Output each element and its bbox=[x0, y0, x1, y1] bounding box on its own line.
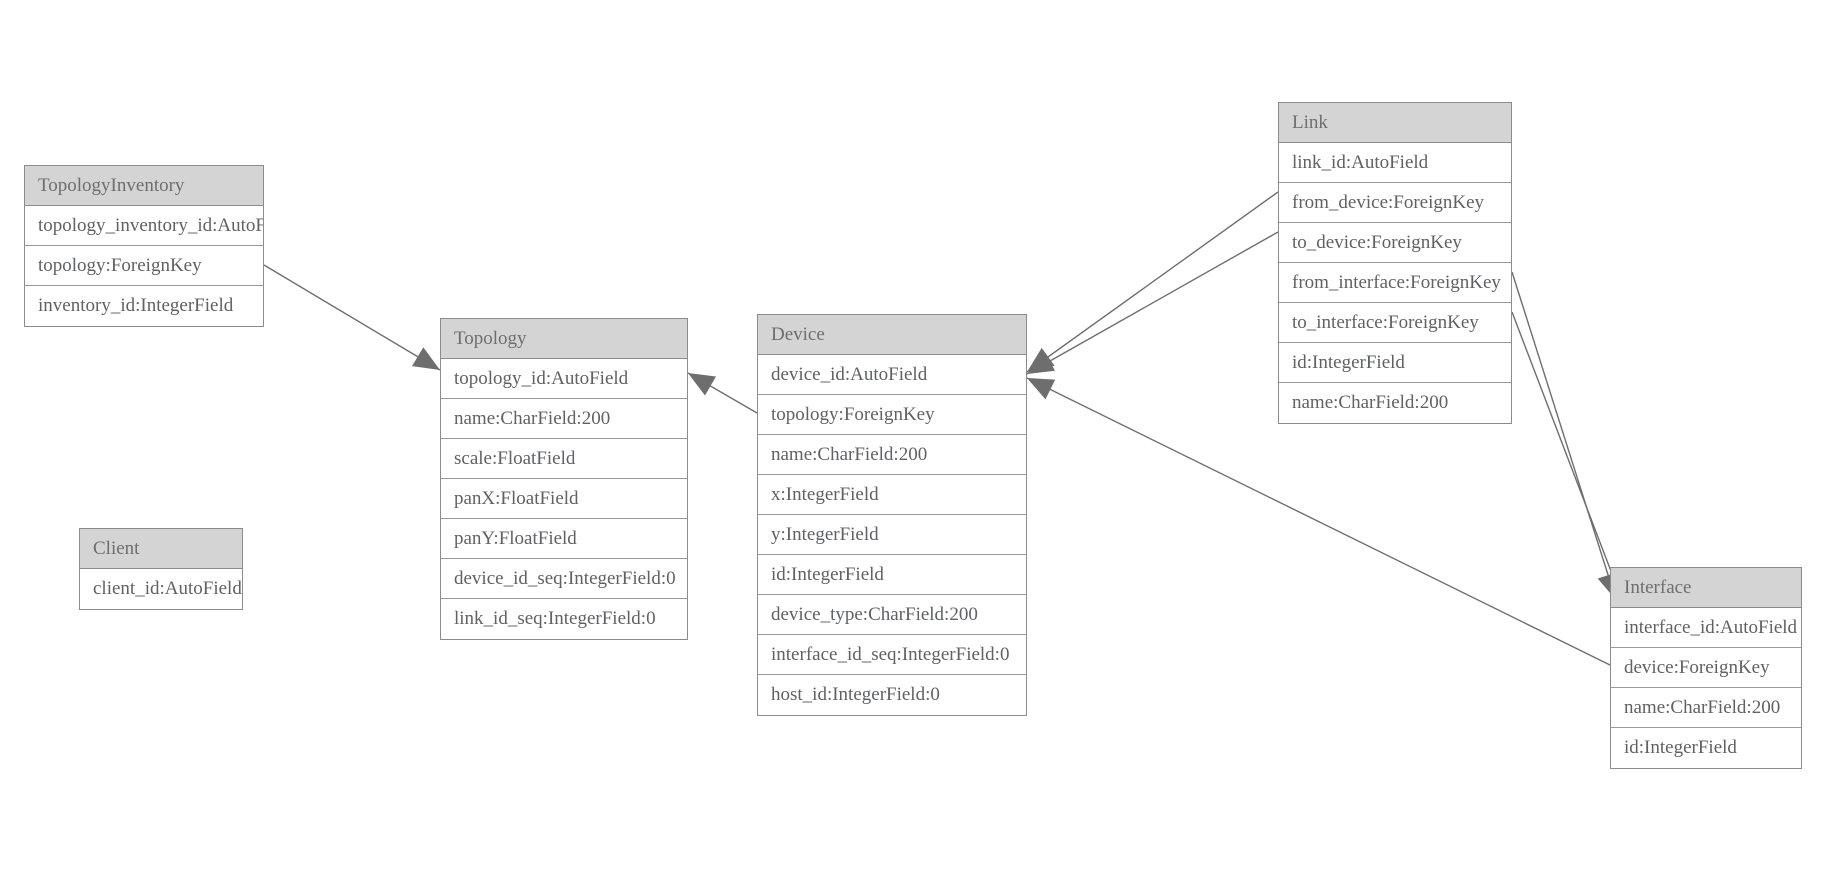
entity-title-interface: Interface bbox=[1611, 568, 1801, 608]
entity-field: name:CharField:200 bbox=[1611, 688, 1801, 728]
entity-field: id:IntegerField bbox=[1611, 728, 1801, 768]
entity-field: id:IntegerField bbox=[758, 555, 1026, 595]
relationship-edge-link-to-device bbox=[1026, 231, 1279, 375]
entity-field: topology_inventory_id:AutoField bbox=[25, 206, 263, 246]
entity-field: from_interface:ForeignKey bbox=[1279, 263, 1511, 303]
entity-field: inventory_id:IntegerField bbox=[25, 286, 263, 326]
entity-field: host_id:IntegerField:0 bbox=[758, 675, 1026, 715]
entity-title-device: Device bbox=[758, 315, 1026, 355]
relationship-edge-link-to-interface bbox=[1511, 311, 1623, 601]
entity-title-link: Link bbox=[1279, 103, 1511, 143]
entity-field: y:IntegerField bbox=[758, 515, 1026, 555]
entity-field: panY:FloatField bbox=[441, 519, 687, 559]
entity-field: device:ForeignKey bbox=[1611, 648, 1801, 688]
entity-field: name:CharField:200 bbox=[758, 435, 1026, 475]
entity-field: scale:FloatField bbox=[441, 439, 687, 479]
entity-field: name:CharField:200 bbox=[1279, 383, 1511, 423]
entity-title-topology_inventory: TopologyInventory bbox=[25, 166, 263, 206]
entity-field: client_id:AutoField bbox=[80, 569, 242, 609]
entity-field: interface_id:AutoField bbox=[1611, 608, 1801, 648]
entity-field: topology:ForeignKey bbox=[758, 395, 1026, 435]
entity-title-topology: Topology bbox=[441, 319, 687, 359]
entity-field: from_device:ForeignKey bbox=[1279, 183, 1511, 223]
entity-field: link_id:AutoField bbox=[1279, 143, 1511, 183]
entity-field: x:IntegerField bbox=[758, 475, 1026, 515]
entity-field: topology_id:AutoField bbox=[441, 359, 687, 399]
relationship-edge-device-topology bbox=[687, 372, 758, 414]
entity-field: to_interface:ForeignKey bbox=[1279, 303, 1511, 343]
entity-field: device_type:CharField:200 bbox=[758, 595, 1026, 635]
relationship-edge-link-from-device bbox=[1026, 191, 1279, 373]
arrowhead-interface-device bbox=[1027, 378, 1056, 400]
entity-field: device_id_seq:IntegerField:0 bbox=[441, 559, 687, 599]
entity-field: topology:ForeignKey bbox=[25, 246, 263, 286]
entity-field: to_device:ForeignKey bbox=[1279, 223, 1511, 263]
entity-field: device_id:AutoField bbox=[758, 355, 1026, 395]
entity-field: interface_id_seq:IntegerField:0 bbox=[758, 635, 1026, 675]
entity-title-client: Client bbox=[80, 529, 242, 569]
entity-field: link_id_seq:IntegerField:0 bbox=[441, 599, 687, 639]
relationship-edge-link-from-interface bbox=[1511, 271, 1617, 601]
entity-field: name:CharField:200 bbox=[441, 399, 687, 439]
relationship-edge-topologyinventory-topology bbox=[263, 264, 441, 371]
entity-field: panX:FloatField bbox=[441, 479, 687, 519]
entity-field: id:IntegerField bbox=[1279, 343, 1511, 383]
